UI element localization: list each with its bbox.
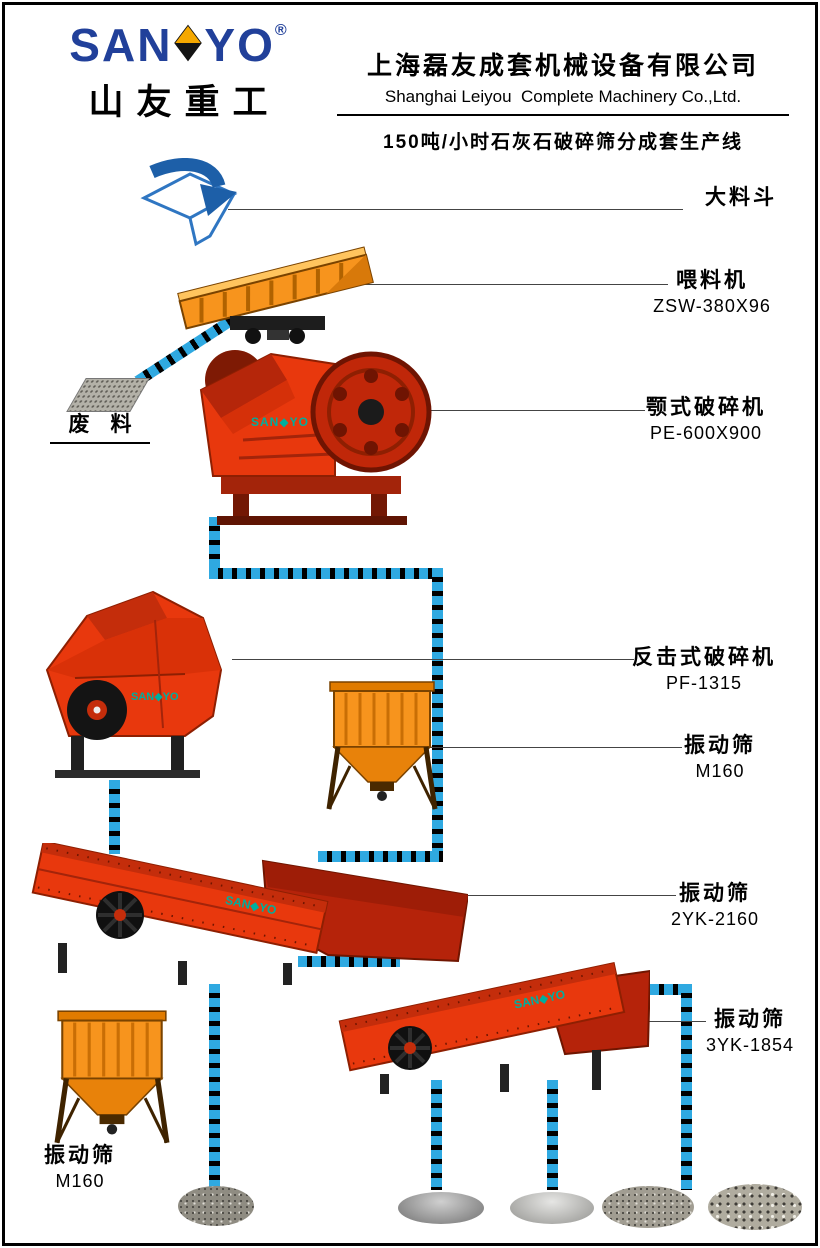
flow-connector-to-pile-3 [547,1080,558,1190]
label-jaw-crusher-model: PE-600X900 [649,423,763,444]
header-rule [337,114,789,116]
brand-logo: SAN YO ® 山友重工 [28,22,328,125]
label-screen-2yk-model: 2YK-2160 [670,909,760,930]
screen-2yk-illustration: SAN◆YO [31,843,468,985]
feed-arrow [149,158,226,189]
label-screen-m160-left: 振动筛 M160 [18,1143,142,1193]
label-screen-m160-left-model: M160 [55,1171,105,1192]
label-feeder-model: ZSW-380X96 [653,296,771,317]
jaw-crusher-illustration: SAN◆YO [199,350,432,525]
label-screen-3yk: 振动筛 3YK-1854 [695,1007,805,1057]
label-jaw-crusher-name: 颚式破碎机 [646,396,766,419]
brand-text-right: YO [204,19,275,71]
flow-connector-screen-to-pile-1 [209,984,220,1190]
company-name-cn: 上海磊友成套机械设备有限公司 [366,52,759,80]
impact-crusher-illustration: SAN◆YO [45,590,223,778]
flow-connector-2yk-to-3yk [298,956,400,967]
label-impact-crusher: 反击式破碎机 PF-1315 [608,645,800,695]
product-pile-2 [398,1192,484,1224]
label-screen-3yk-name: 振动筛 [714,1008,786,1031]
leader-line-m160-mid [420,747,682,748]
product-pile-1 [178,1186,254,1226]
leader-line-feeder [358,284,668,285]
brand-diamond-icon [174,24,203,62]
leader-line-2yk [348,895,676,896]
label-screen-m160-mid-name: 振动筛 [684,734,756,757]
flow-connector-impact-to-screen [109,780,120,854]
label-hopper-name: 大料斗 [705,186,777,209]
waste-material-pile [66,378,150,412]
label-screen-3yk-model: 3YK-1854 [705,1035,795,1056]
product-pile-4 [602,1186,694,1228]
company-header: 上海磊友成套机械设备有限公司 Shanghai Leiyou Complete … [330,46,796,116]
label-feeder-name: 喂料机 [676,269,748,292]
label-impact-crusher-name: 反击式破碎机 [632,646,776,669]
leader-line-hopper [228,209,683,210]
feeder-illustration [177,246,374,344]
flow-connector-return-top [209,568,443,579]
product-pile-5 [708,1184,802,1230]
label-waste: 废 料 [50,408,150,444]
production-line-title: 150吨/小时石灰石破碎筛分成套生产线 [383,132,743,153]
flow-connector-jaw-down [209,517,220,577]
flow-connector-to-pile-2 [431,1080,442,1190]
product-pile-3 [510,1192,594,1224]
label-jaw-crusher: 颚式破碎机 PE-600X900 [612,395,800,445]
label-screen-m160-mid: 振动筛 M160 [650,733,790,783]
machine-brand-watermark: SAN◆YO [131,691,179,703]
flow-connector-to-pile-5 [681,984,692,1190]
label-screen-2yk-name: 振动筛 [679,882,751,905]
label-hopper: 大料斗 [682,185,800,210]
m160-mid-illustration [326,681,438,810]
machine-brand-watermark: SAN◆YO [251,415,309,429]
brand-text-left: SAN [69,19,173,71]
label-impact-crusher-model: PF-1315 [665,673,743,694]
company-name-en: Shanghai Leiyou Complete Machinery Co.,L… [384,87,742,106]
screen-3yk-illustration: SAN◆YO [338,961,650,1094]
label-feeder: 喂料机 ZSW-380X96 [628,268,796,318]
brand-subtitle: 山友重工 [88,83,281,122]
hopper-illustration [140,158,238,247]
registered-trademark: ® [274,22,287,39]
label-screen-m160-mid-model: M160 [695,761,745,782]
leader-line-impact [232,659,634,660]
leader-line-3yk [640,1021,706,1022]
m160-left-illustration [54,1010,170,1144]
label-screen-2yk: 振动筛 2YK-2160 [636,881,794,931]
brand-wordmark: SAN YO ® [28,22,328,68]
label-screen-m160-left-name: 振动筛 [44,1144,116,1167]
leader-line-jaw [430,410,645,411]
flow-connector-return-right [432,568,443,860]
flow-connector-return-bottom [318,851,443,862]
